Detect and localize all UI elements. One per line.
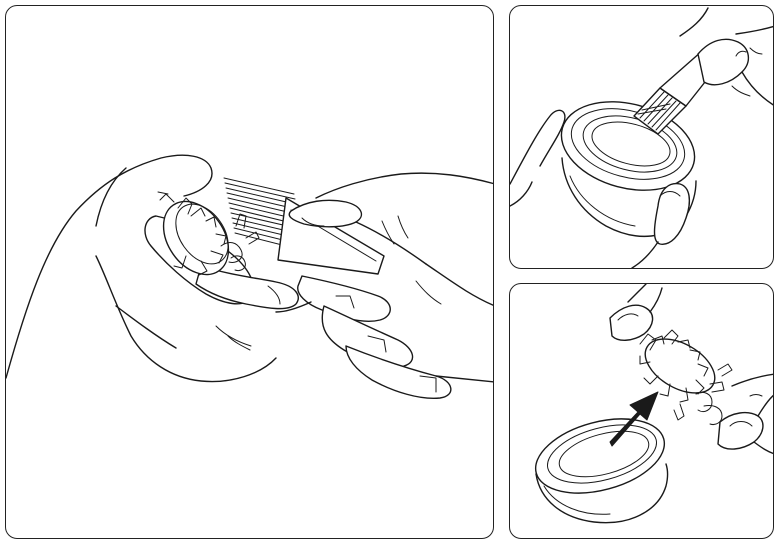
panel-comb-cleaning bbox=[5, 5, 494, 539]
reassembly-illustration bbox=[534, 284, 773, 524]
brush-cleaning-illustration bbox=[510, 7, 773, 268]
panel-brush-frame bbox=[509, 5, 774, 269]
panel-reassembly bbox=[509, 283, 774, 539]
comb-cleaning-illustration bbox=[6, 154, 493, 400]
up-arrow-icon bbox=[609, 391, 659, 447]
